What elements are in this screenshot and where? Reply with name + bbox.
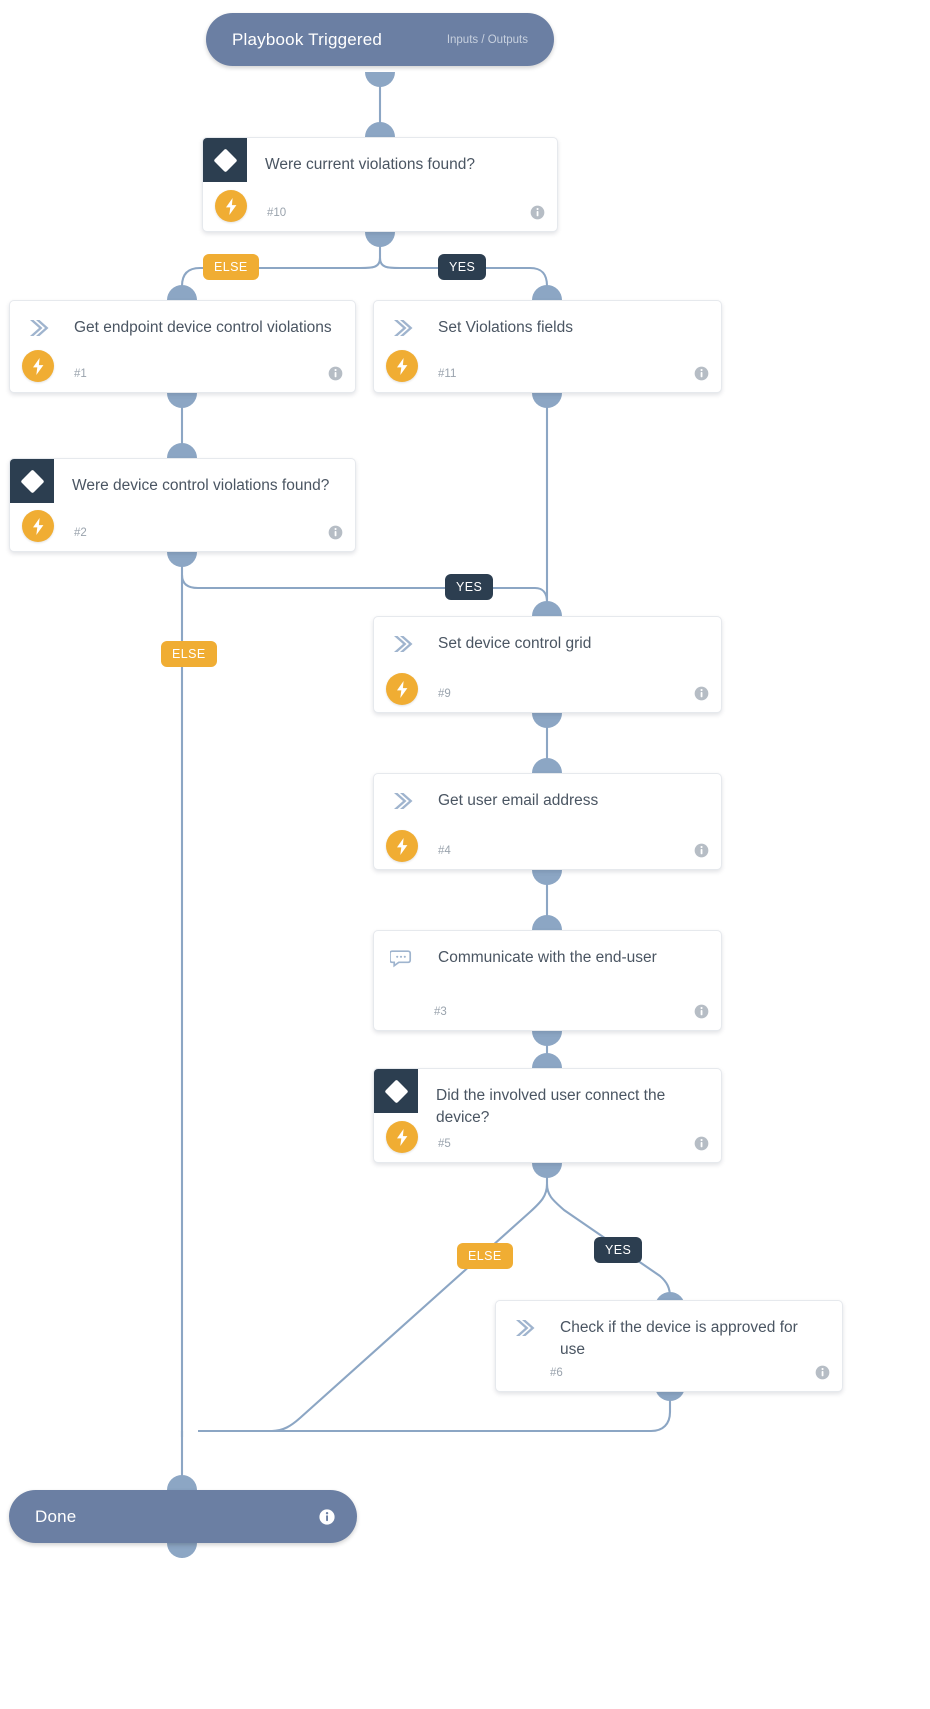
branch-label-text: ELSE [468, 1249, 502, 1263]
start-node-subtitle: Inputs / Outputs [446, 33, 528, 46]
node-number: #5 [438, 1138, 451, 1150]
info-icon[interactable] [815, 1365, 830, 1380]
branch-label-else[interactable]: ELSE [161, 641, 217, 667]
start-node-title: Playbook Triggered [232, 29, 383, 49]
branch-label-text: YES [605, 1243, 632, 1257]
diamond-icon [203, 138, 247, 182]
node-card-n11[interactable]: Set Violations fields #11 [373, 300, 722, 393]
chat-bubble-icon [390, 950, 412, 968]
info-icon[interactable] [694, 843, 709, 858]
bolt-icon [386, 830, 418, 862]
bolt-icon [386, 673, 418, 705]
node-number: #1 [74, 368, 87, 380]
node-card-n10[interactable]: Were current violations found? #10 [202, 137, 558, 232]
branch-label-text: YES [456, 580, 483, 594]
chevron-double-right-icon [394, 636, 413, 652]
node-number: #6 [550, 1367, 563, 1379]
bolt-icon [386, 1121, 418, 1153]
edge-n6-to-done [198, 1386, 672, 1433]
diamond-icon [374, 1069, 418, 1113]
node-title: Were current violations found? [265, 156, 475, 173]
node-card-n6[interactable]: Check if the device is approved for use … [495, 1300, 843, 1392]
branch-label-text: ELSE [172, 647, 206, 661]
node-card-n9[interactable]: Set device control grid #9 [373, 616, 722, 713]
node-number: #3 [434, 1006, 447, 1018]
node-title: Get user email address [438, 792, 599, 809]
chevron-double-right-icon [394, 793, 413, 809]
info-icon[interactable] [694, 1136, 709, 1151]
node-number: #2 [74, 527, 87, 539]
branch-label-yes[interactable]: YES [594, 1237, 643, 1263]
chevron-double-right-icon [394, 320, 413, 336]
node-card-n4[interactable]: Get user email address #4 [373, 773, 722, 870]
node-title: Set Violations fields [438, 319, 573, 336]
info-icon[interactable] [530, 205, 545, 220]
info-icon[interactable] [694, 1004, 709, 1019]
branch-label-yes[interactable]: YES [438, 254, 487, 280]
chevron-double-right-icon [516, 1320, 535, 1336]
bolt-icon [22, 350, 54, 382]
bolt-icon [22, 510, 54, 542]
node-title: Check if the device is approved for use [560, 1319, 798, 1359]
start-node[interactable]: Playbook Triggered Inputs / Outputs [206, 13, 554, 66]
bolt-icon [386, 350, 418, 382]
info-icon[interactable] [694, 686, 709, 701]
node-card-n3[interactable]: Communicate with the end-user #3 [373, 930, 722, 1031]
branch-label-else[interactable]: ELSE [203, 254, 259, 280]
node-card-n5[interactable]: Did the involved user connect the device… [373, 1068, 722, 1163]
branch-label-yes[interactable]: YES [445, 574, 494, 600]
bolt-icon [215, 190, 247, 222]
node-card-n2[interactable]: Were device control violations found? #2 [9, 458, 356, 552]
node-title: Did the involved user connect the device… [436, 1087, 666, 1127]
info-icon[interactable] [694, 366, 709, 381]
info-icon[interactable] [328, 366, 343, 381]
node-number: #4 [438, 845, 451, 857]
node-title: Set device control grid [438, 635, 592, 652]
node-number: #10 [267, 207, 287, 219]
end-node[interactable]: Done [9, 1490, 357, 1543]
branch-label-else[interactable]: ELSE [457, 1243, 513, 1269]
info-icon[interactable] [328, 525, 343, 540]
end-node-title: Done [35, 1506, 77, 1526]
chevron-double-right-icon [30, 320, 49, 336]
node-title: Get endpoint device control violations [74, 319, 332, 336]
diamond-icon [10, 459, 54, 503]
node-title: Were device control violations found? [72, 477, 330, 494]
node-card-n1[interactable]: Get endpoint device control violations #… [9, 300, 356, 393]
node-title: Communicate with the end-user [438, 949, 657, 966]
node-number: #11 [438, 368, 457, 380]
branch-label-text: YES [449, 260, 476, 274]
branch-label-text: ELSE [214, 260, 248, 274]
info-icon[interactable] [319, 1508, 335, 1525]
node-number: #9 [438, 688, 451, 700]
